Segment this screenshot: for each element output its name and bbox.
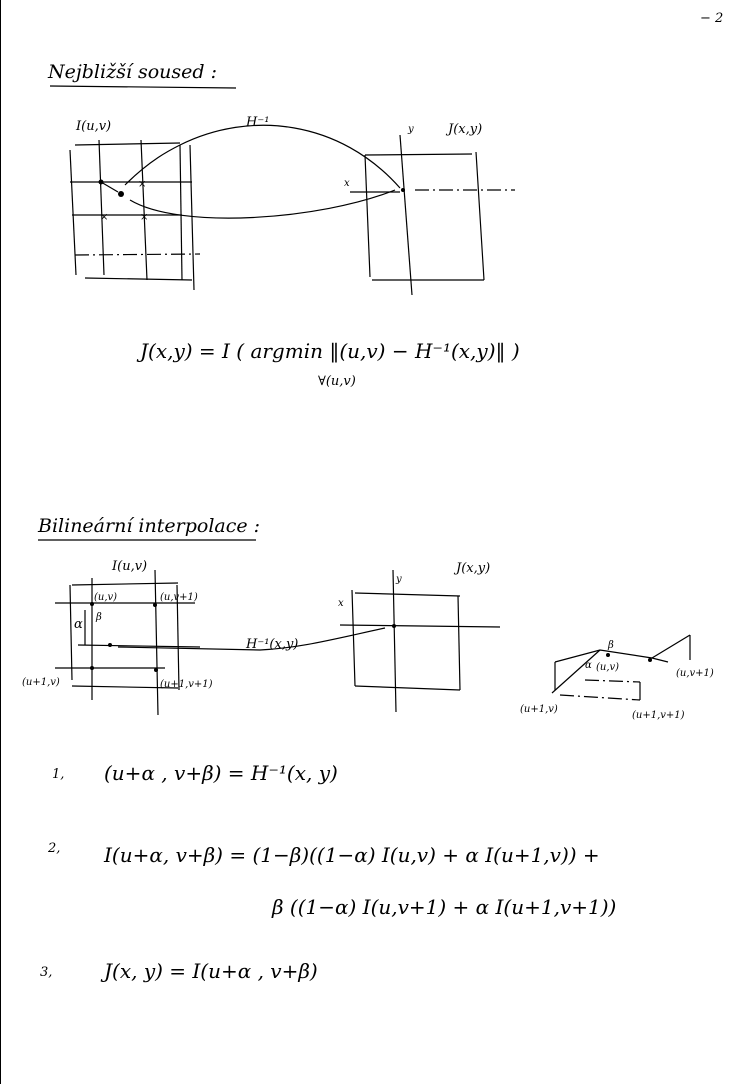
step-2-formula-cont: β ((1−α) I(u,v+1) + α I(u+1,v+1))	[271, 895, 616, 919]
step-2-formula: I(u+α, v+β) = (1−β)((1−α) I(u,v) + α I(u…	[103, 843, 600, 867]
bi-cube-diagram: β α (u,v) (u,v+1) (u+1,v) (u+1,v+1)	[520, 634, 714, 721]
bi-source-label: I(u,v)	[111, 559, 147, 574]
step-1-number: 1,	[52, 767, 64, 782]
nn-formula-subscript: ∀(u,v)	[318, 374, 356, 389]
svg-text:×: ×	[140, 212, 148, 223]
svg-text:×: ×	[100, 212, 108, 223]
heading-bilinear: Bilineární interpolace :	[37, 515, 260, 537]
bi-axis-y: y	[395, 574, 402, 585]
nn-mapping-arrows: H⁻¹	[124, 115, 401, 219]
nn-target-grid: J(x,y) y x	[344, 122, 515, 296]
cube-u1v1: (u+1,v+1)	[632, 710, 685, 721]
svg-text:×: ×	[138, 179, 146, 190]
heading-nearest-neighbor: Nejbližší soused :	[47, 61, 217, 83]
nn-axis-x: x	[344, 178, 350, 189]
page-edge	[0, 0, 1, 1084]
nn-formula: J(x,y) = I ( argmin ‖(u,v) − H⁻¹(x,y)‖ )	[136, 339, 520, 364]
nn-target-label: J(x,y)	[445, 122, 482, 137]
step-3-number: 3,	[40, 965, 52, 980]
bi-beta: β	[95, 612, 102, 623]
bi-steps: 1, (u+α , v+β) = H⁻¹(x, y) 2, I(u+α, v+β…	[40, 761, 616, 983]
cube-uv1: (u,v+1)	[676, 668, 714, 679]
nn-source-grid: I(u,v) × × ×	[69, 119, 201, 291]
step-1-formula: (u+α , v+β) = H⁻¹(x, y)	[104, 761, 338, 785]
bi-axis-x: x	[338, 598, 344, 609]
nn-source-label: I(u,v)	[75, 119, 111, 134]
step-2-number: 2,	[47, 841, 60, 856]
heading-underline	[49, 85, 237, 89]
bi-source-grid: I(u,v) (u,v) (u,v+1) (u+1,v) (u+1,v+1) α…	[22, 559, 213, 716]
cube-u1v: (u+1,v)	[520, 704, 558, 715]
step-3-formula: J(x, y) = I(u+α , v+β)	[100, 959, 318, 983]
cube-beta: β	[607, 640, 614, 651]
bi-target-grid: J(x,y) y x	[338, 561, 501, 713]
page-number: − 2	[700, 11, 723, 26]
bi-mapping: H⁻¹(x,y)	[117, 627, 386, 652]
bi-mapping-label: H⁻¹(x,y)	[245, 637, 298, 652]
cube-alpha: α	[585, 660, 592, 671]
bi-alpha: α	[74, 617, 83, 632]
bi-point-u1v: (u+1,v)	[22, 677, 60, 688]
bi-point-u1v1: (u+1,v+1)	[160, 679, 213, 690]
nn-axis-y: y	[407, 124, 414, 135]
bi-point-uv: (u,v)	[94, 592, 117, 603]
bi-point-uv1: (u,v+1)	[160, 592, 198, 603]
cube-uv: (u,v)	[596, 662, 619, 673]
bi-target-label: J(x,y)	[453, 561, 490, 576]
nn-mapping-label: H⁻¹	[245, 115, 269, 130]
